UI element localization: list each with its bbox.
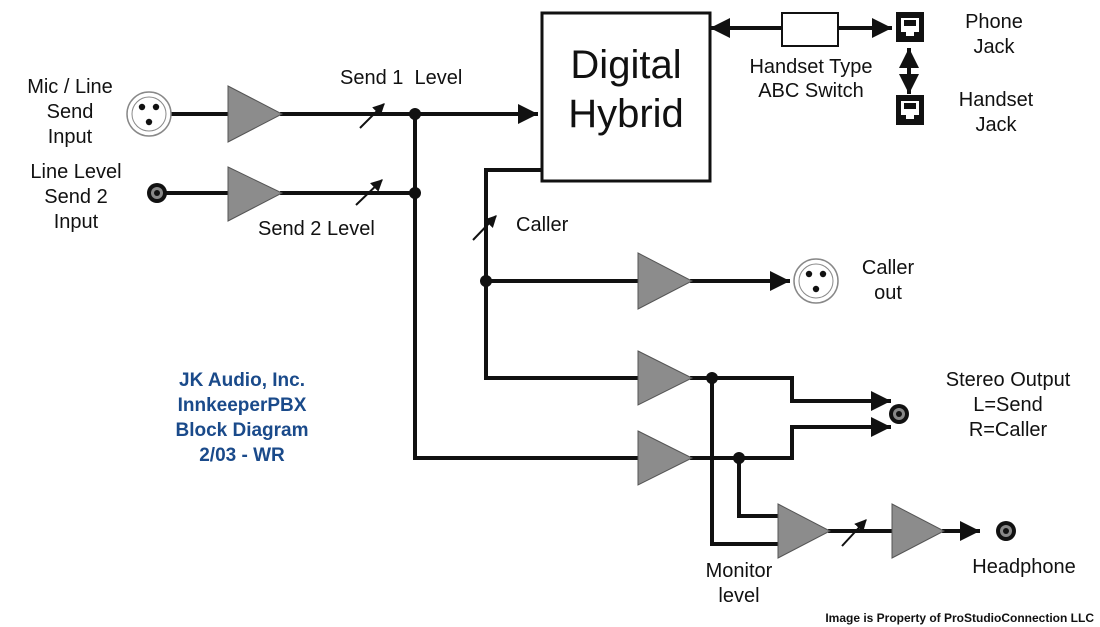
mic-line-label-1: Mic / Line [27,76,113,98]
send2-level-label: Send 2 Level [258,218,375,240]
mic-line-label-3: Input [48,126,93,148]
stereo-output-label-1: Stereo Output [946,369,1071,391]
caller-out-label-2: out [874,282,902,304]
amp-send1 [227,85,284,143]
handset-jack-label-2: Jack [975,114,1017,136]
hybrid-label-line1: Digital [570,43,681,87]
handset-switch-box [781,12,839,47]
junction-dot [409,187,421,199]
monitor-level-knob [841,519,867,547]
caller-level-knob [472,215,497,241]
junction-dots [409,108,745,464]
send1-level-knob [359,103,385,129]
title-block-line1: JK Audio, Inc. [179,370,305,391]
amplifiers [227,85,946,559]
title-block-line3: Block Diagram [175,420,308,441]
stereo-output-label-2: L=Send [973,394,1043,416]
stereo-output-label-3: R=Caller [969,419,1048,441]
junction-dot [409,108,421,120]
send1-level-label: Send 1 Level [340,67,462,89]
xlr-caller-out-connector [793,258,839,304]
mic-line-label-2: Send [47,101,94,123]
caller-out-label-1: Caller [862,257,915,279]
phone-jack-icon [896,12,924,42]
monitor-level-label-2: level [718,585,759,607]
junction-dot [706,372,718,384]
amp-caller-out [637,252,694,310]
amp-stereo-right [637,430,694,486]
amp-send2 [227,166,284,222]
line2-input-jack [147,183,167,203]
phone-jack-label-2: Jack [973,36,1015,58]
amp-monitor [777,503,832,559]
amp-headphone [891,503,946,559]
caller-level-label: Caller [516,214,569,236]
image-credit: Image is Property of ProStudioConnection… [825,611,1094,625]
hybrid-label-line2: Hybrid [568,92,684,136]
xlr-input-connector [126,91,172,137]
title-block-line4: 2/03 - WR [199,445,285,466]
handset-jack-label-1: Handset [959,89,1034,111]
headphone-jack [996,521,1016,541]
amp-stereo-left [637,350,694,406]
hybrid-box [540,11,712,183]
handset-jack-icon [896,95,924,125]
junction-dot [480,275,492,287]
level-controls [355,103,867,547]
title-block-line2: InnkeeperPBX [178,395,307,416]
line-level-label-1: Line Level [30,161,121,183]
line-level-label-2: Send 2 [44,186,107,208]
switch-label-2: ABC Switch [758,80,864,102]
headphone-label: Headphone [972,556,1075,578]
stereo-output-jack [889,404,909,424]
send2-level-knob [355,179,383,206]
switch-label-1: Handset Type [749,56,872,78]
monitor-level-label-1: Monitor [706,560,773,582]
line-level-label-3: Input [54,211,99,233]
junction-dot [733,452,745,464]
phone-jack-label-1: Phone [965,11,1023,33]
